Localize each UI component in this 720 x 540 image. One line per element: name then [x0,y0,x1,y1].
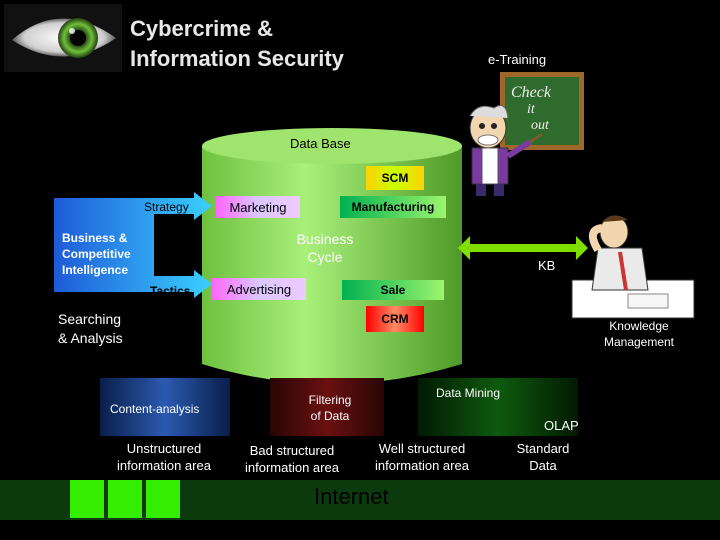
unstructured-label: Unstructured information area [117,441,211,473]
content-analysis-label: Content-analysis [110,402,200,416]
teacher-icon [469,105,543,196]
manufacturing-box: Manufacturing [340,196,446,218]
teacher-cartoon [448,98,548,198]
advertising-box: Advertising [212,278,306,300]
svg-text:out: out [531,118,550,133]
business-ci-label: Business & Competitive Intelligence [62,231,131,277]
bad-structured-label: Bad structured information area [245,443,339,475]
eye-icon [4,4,122,72]
filtering-label: Filtering of Data [308,393,352,423]
sale-box: Sale [342,280,444,300]
manufacturing-label: Manufacturing [351,200,435,214]
svg-text:it: it [527,102,536,117]
tactics-label: Tactics [150,284,191,298]
scm-label: SCM [381,171,409,185]
strategy-label: Strategy [144,200,189,214]
e-training-label: e-Training [488,52,547,67]
crm-box: CRM [366,306,424,332]
bottom-square-2 [108,480,142,518]
svg-text:Check: Check [511,84,552,101]
data-mining-label: Data Mining [436,386,501,400]
chalkboard: Check it out [500,72,584,150]
kb-label: KB [538,258,556,273]
searching-label: Searching & Analysis [58,311,123,346]
advertising-label: Advertising [226,281,292,297]
strategy-arrow [54,192,214,302]
scm-box: SCM [366,166,424,190]
filtering-panel [270,378,384,436]
kb-arrow [458,228,588,268]
sale-label: Sale [380,283,406,297]
thinking-man-cartoon [568,210,698,320]
crm-label: CRM [381,312,409,326]
business-cycle-label: Business Cycle [296,231,354,265]
data-mining-panel [418,378,578,436]
thinking-man-icon [571,215,695,319]
marketing-box: Marketing [216,196,300,218]
well-structured-label: Well structured information area [375,441,469,473]
olap-label: OLAP [544,418,579,433]
internet-label: Internet [314,484,389,509]
content-analysis-panel [100,378,230,436]
standard-data-label: Standard Data [516,441,570,473]
eye-logo [4,4,122,72]
marketing-label: Marketing [229,199,287,215]
chalk-writing-icon: Check it out [511,84,552,133]
database-label: Data Base [290,136,351,151]
knowledge-mgmt-label: Knowledge Management [603,319,675,349]
bottom-square-1 [70,480,104,518]
page-title: Cybercrime & Information Security [130,16,344,71]
bottom-square-3 [146,480,180,518]
